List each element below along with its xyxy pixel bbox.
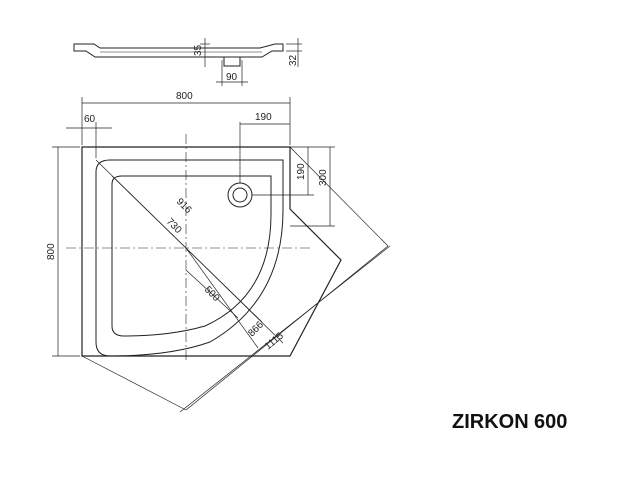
product-model: 600 (534, 411, 567, 433)
basin-inner-edge (111, 175, 272, 337)
drain-outer-circle (227, 182, 253, 208)
drain-inner-circle (232, 187, 248, 203)
dim-190-horizontal-label: 190 (255, 112, 272, 123)
dim-300-label: 300 (318, 169, 329, 186)
dim-35-label: 35 (193, 44, 204, 56)
side-view (73, 38, 302, 86)
plan-view (52, 97, 391, 413)
dim-730-label: 730 (164, 216, 184, 236)
dim-1115-label: 1115 (263, 330, 286, 352)
dim-190-vertical-label: 190 (296, 163, 307, 180)
dim-32-label: 32 (288, 54, 299, 66)
dim-60-label: 60 (84, 114, 96, 125)
product-name: ZIRKON (452, 411, 529, 433)
dim-800-left-label: 800 (46, 243, 57, 260)
dim-90-label: 90 (226, 72, 238, 83)
dim-916-label: 916 (174, 196, 194, 216)
side-view-profile (73, 43, 284, 58)
side-view-drain (223, 57, 241, 67)
basin-outer-edge (95, 159, 284, 357)
dim-800-top-label: 800 (176, 91, 193, 102)
